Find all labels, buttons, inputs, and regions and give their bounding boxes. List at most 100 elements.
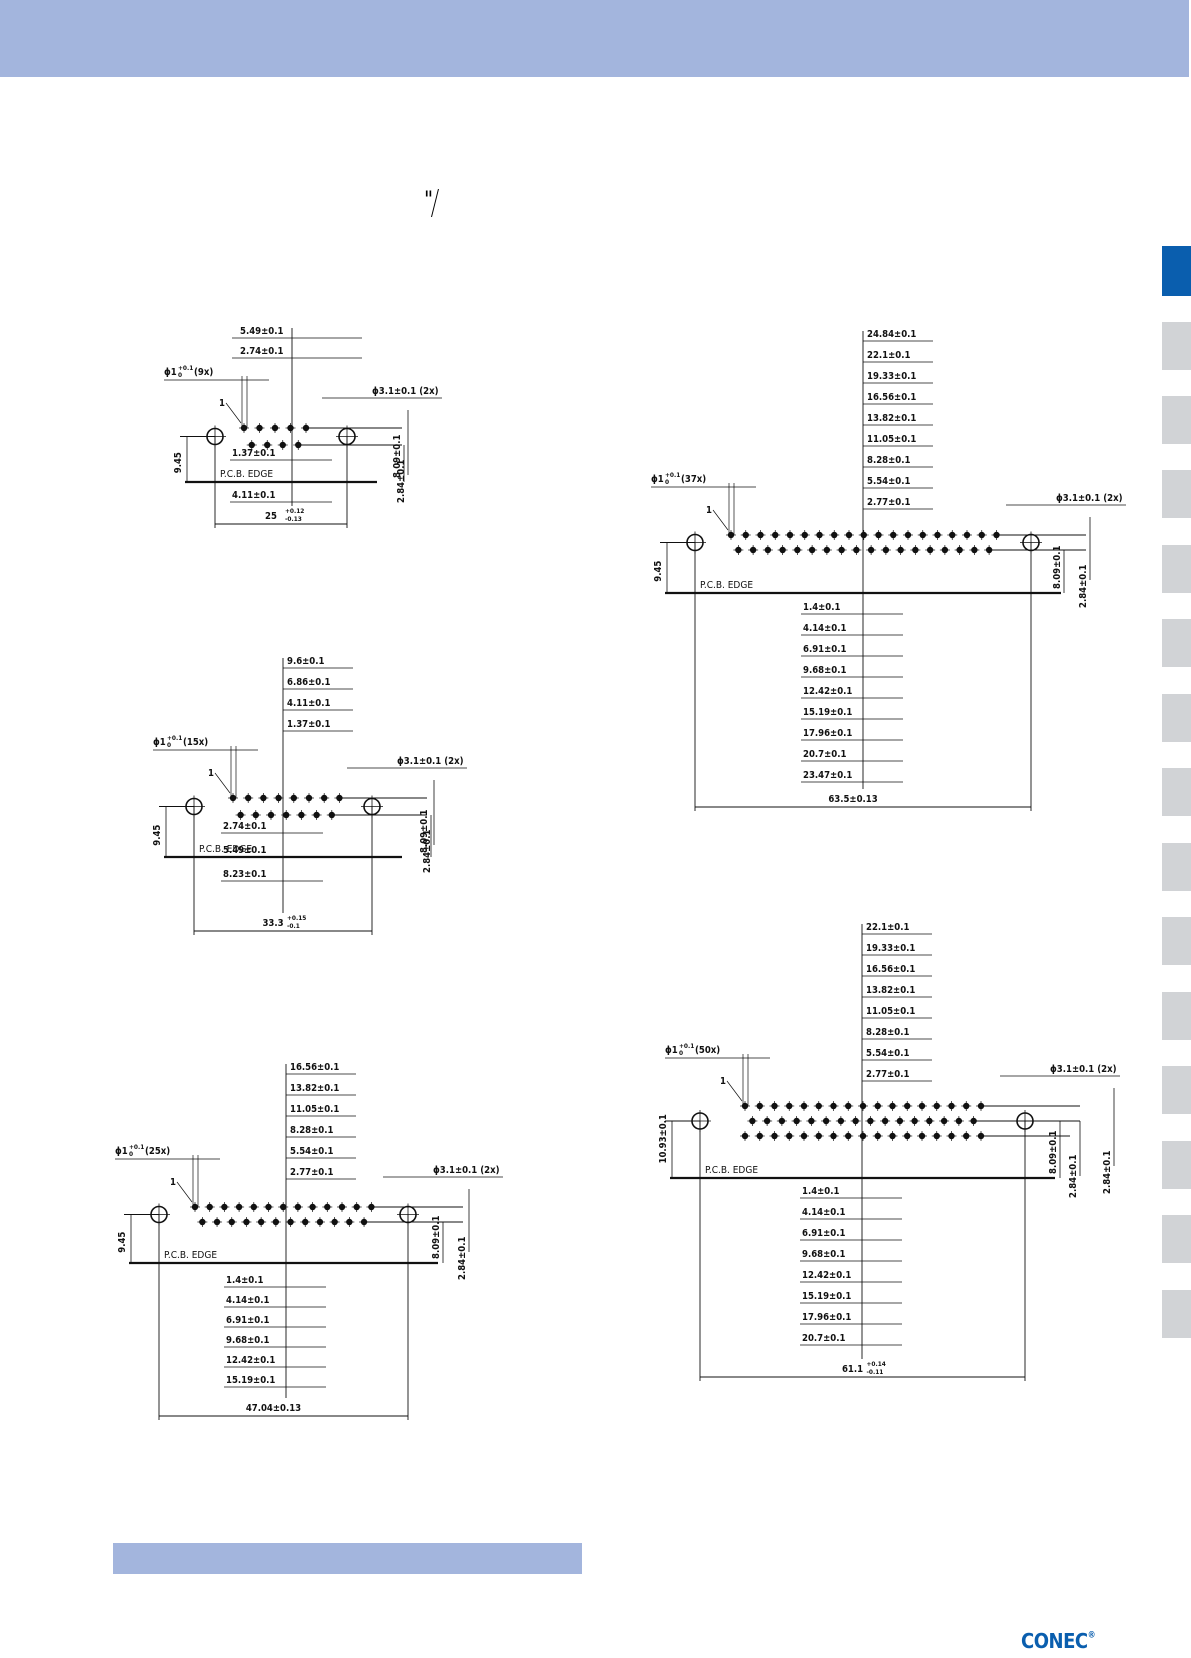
v-dim-label: 8.09±0.1 bbox=[431, 1216, 442, 1259]
pin1-leader bbox=[214, 772, 231, 794]
overall-dim-label: 61.1 bbox=[842, 1364, 863, 1375]
pin1-leader bbox=[225, 402, 242, 424]
top-dim-label: 8.28±0.1 bbox=[866, 1027, 909, 1038]
header-band bbox=[0, 0, 1191, 77]
side-tab-3[interactable] bbox=[1162, 396, 1191, 444]
bottom-dim-label: 4.11±0.1 bbox=[232, 490, 275, 501]
mount-hole-label: ϕ3.1±0.1 (2x) bbox=[433, 1165, 500, 1176]
bottom-dim-label: 9.68±0.1 bbox=[803, 665, 846, 676]
side-tab-7[interactable] bbox=[1162, 694, 1191, 742]
drawing-15-pin: P.C.B. EDGE9.4533.3+0.15-0.19.6±0.16.86±… bbox=[152, 656, 467, 935]
top-dim-label: 11.05±0.1 bbox=[290, 1104, 339, 1115]
drawing-9-pin: P.C.B. EDGE9.4525+0.12-0.135.49±0.12.74±… bbox=[164, 326, 442, 528]
pin1-label: 1 bbox=[208, 768, 214, 779]
bottom-dim-label: 15.19±0.1 bbox=[803, 707, 852, 718]
pin-spec-tol-top: +0.1 bbox=[665, 471, 680, 479]
pcb-edge-label: P.C.B. EDGE bbox=[220, 469, 273, 480]
bottom-dim-label: 6.91±0.1 bbox=[226, 1315, 269, 1326]
v-dim-label: 8.09±0.1 bbox=[392, 435, 403, 478]
top-dim-label: 8.28±0.1 bbox=[290, 1125, 333, 1136]
side-tab-11[interactable] bbox=[1162, 992, 1191, 1040]
brand-mark: ® bbox=[1087, 1629, 1096, 1640]
pcb-edge-label: P.C.B. EDGE bbox=[164, 1250, 217, 1261]
overall-tol-bot: -0.13 bbox=[285, 515, 302, 523]
bottom-dim-label: 8.23±0.1 bbox=[223, 869, 266, 880]
top-dim-label: 16.56±0.1 bbox=[867, 392, 916, 403]
drawing-50-pin: P.C.B. EDGE10.93±0.161.1+0.14-0.1122.1±0… bbox=[658, 922, 1120, 1381]
bottom-dim-label: 6.91±0.1 bbox=[803, 644, 846, 655]
title-glyph: " bbox=[424, 188, 434, 213]
pin-spec-tol-bot: 0 bbox=[167, 741, 171, 749]
side-tab-13[interactable] bbox=[1162, 1141, 1191, 1189]
top-dim-label: 5.54±0.1 bbox=[867, 476, 910, 487]
overall-dim-label: 25 bbox=[265, 511, 277, 522]
bottom-dim-label: 1.37±0.1 bbox=[232, 448, 275, 459]
pin-spec-label: ϕ1 bbox=[164, 367, 177, 378]
top-dim-label: 1.37±0.1 bbox=[287, 719, 330, 730]
bottom-dim-label: 9.68±0.1 bbox=[802, 1249, 845, 1260]
pin-spec-tol-top: +0.1 bbox=[167, 734, 182, 742]
top-dim-label: 4.11±0.1 bbox=[287, 698, 330, 709]
drawing-25-pin: P.C.B. EDGE9.4547.04±0.1316.56±0.113.82±… bbox=[115, 1062, 503, 1420]
top-dim-label: 13.82±0.1 bbox=[867, 413, 916, 424]
height-dim-label: 9.45 bbox=[653, 561, 664, 582]
side-tab-12[interactable] bbox=[1162, 1066, 1191, 1114]
top-dim-label: 13.82±0.1 bbox=[290, 1083, 339, 1094]
pin-spec-tol-bot: 0 bbox=[178, 371, 182, 379]
top-dim-label: 11.05±0.1 bbox=[867, 434, 916, 445]
pin-spec-label: ϕ1 bbox=[115, 1146, 128, 1157]
bottom-dim-label: 20.7±0.1 bbox=[803, 749, 846, 760]
mount-hole-label: ϕ3.1±0.1 (2x) bbox=[372, 386, 439, 397]
pin1-leader bbox=[712, 509, 729, 531]
top-dim-label: 16.56±0.1 bbox=[866, 964, 915, 975]
top-dim-label: 2.77±0.1 bbox=[290, 1167, 333, 1178]
top-dim-label: 2.77±0.1 bbox=[866, 1069, 909, 1080]
bottom-dim-label: 4.14±0.1 bbox=[802, 1207, 845, 1218]
top-dim-label: 9.6±0.1 bbox=[287, 656, 324, 667]
v-dim-label: 8.09±0.1 bbox=[1052, 546, 1063, 589]
bottom-dim-label: 15.19±0.1 bbox=[226, 1375, 275, 1386]
bottom-dim-label: 4.14±0.1 bbox=[226, 1295, 269, 1306]
overall-tol-bot: -0.11 bbox=[867, 1368, 884, 1376]
mount-hole-label: ϕ3.1±0.1 (2x) bbox=[1050, 1064, 1117, 1075]
overall-tol-bot: -0.1 bbox=[287, 922, 300, 930]
top-dim-label: 5.49±0.1 bbox=[240, 326, 283, 337]
v-dim-label: 8.09±0.1 bbox=[1048, 1131, 1059, 1174]
bottom-dim-label: 15.19±0.1 bbox=[802, 1291, 851, 1302]
side-tab-9[interactable] bbox=[1162, 843, 1191, 891]
side-tab-8[interactable] bbox=[1162, 768, 1191, 816]
conec-logo[interactable]: CONEC® bbox=[1021, 1629, 1096, 1654]
pin-spec-tol-top: +0.1 bbox=[129, 1143, 144, 1151]
side-tab-15[interactable] bbox=[1162, 1290, 1191, 1338]
bottom-dim-label: 12.42±0.1 bbox=[226, 1355, 275, 1366]
top-dim-label: 11.05±0.1 bbox=[866, 1006, 915, 1017]
top-dim-label: 24.84±0.1 bbox=[867, 329, 916, 340]
side-tab-6[interactable] bbox=[1162, 619, 1191, 667]
side-tab-2[interactable] bbox=[1162, 322, 1191, 370]
pcb-edge-label: P.C.B. EDGE bbox=[705, 1165, 758, 1176]
side-tab-14[interactable] bbox=[1162, 1215, 1191, 1263]
side-tab-4[interactable] bbox=[1162, 470, 1191, 518]
pcb-edge-label: P.C.B. EDGE bbox=[199, 844, 252, 855]
side-tab-5[interactable] bbox=[1162, 545, 1191, 593]
bottom-dim-label: 12.42±0.1 bbox=[802, 1270, 851, 1281]
bottom-dim-label: 17.96±0.1 bbox=[802, 1312, 851, 1323]
bottom-dim-label: 12.42±0.1 bbox=[803, 686, 852, 697]
overall-tol-top: +0.14 bbox=[867, 1360, 886, 1368]
side-tab-1[interactable] bbox=[1162, 246, 1191, 296]
bottom-dim-label: 6.91±0.1 bbox=[802, 1228, 845, 1239]
bottom-dim-label: 20.7±0.1 bbox=[802, 1333, 845, 1344]
height-dim-label: 9.45 bbox=[117, 1232, 128, 1253]
bottom-dim-label: 1.4±0.1 bbox=[226, 1275, 263, 1286]
brand-name: CONEC bbox=[1021, 1629, 1088, 1654]
mount-hole-label: ϕ3.1±0.1 (2x) bbox=[397, 756, 464, 767]
top-dim-label: 19.33±0.1 bbox=[867, 371, 916, 382]
v-dim-label: 2.84±0.1 bbox=[457, 1237, 468, 1280]
side-tab-10[interactable] bbox=[1162, 917, 1191, 965]
height-dim-label: 10.93±0.1 bbox=[658, 1114, 669, 1163]
top-dim-label: 5.54±0.1 bbox=[866, 1048, 909, 1059]
pin-spec-tol-bot: 0 bbox=[129, 1150, 133, 1158]
pin-count-label: (25x) bbox=[145, 1146, 170, 1157]
pin-spec-tol-top: +0.1 bbox=[178, 364, 193, 372]
